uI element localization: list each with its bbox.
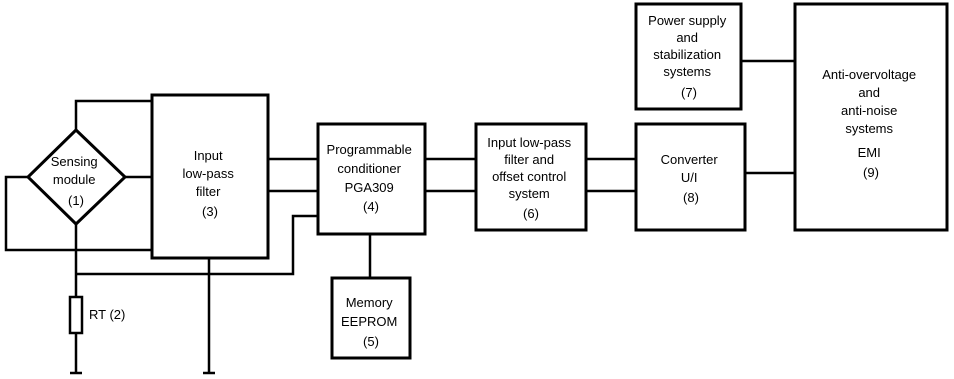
input-filter-label: Input low-pass filter (3) — [183, 148, 238, 219]
converter-block: Converter U/I (8) — [634, 122, 747, 232]
emi-line-6: (9) — [863, 165, 879, 180]
sensing-line-2: module — [53, 172, 96, 187]
resistor-label: RT (2) — [89, 307, 125, 322]
input-filter-line-2: low-pass — [183, 166, 235, 181]
offset-line-3: offset control — [492, 169, 566, 184]
pga-label: Programmable conditioner PGA309 (4) — [327, 142, 416, 214]
power-supply-block: Power supply and stabilization systems (… — [634, 2, 743, 111]
offset-line-1: Input low-pass — [487, 135, 571, 150]
offset-line-5: (6) — [523, 206, 539, 221]
resistor-rt: RT (2) — [68, 295, 125, 335]
pga-line-3: PGA309 — [345, 180, 394, 195]
input-filter-line-1: Input — [194, 148, 223, 163]
converter-label: Converter U/I (8) — [661, 152, 722, 205]
power-supply-label: Power supply and stabilization systems (… — [648, 13, 730, 100]
converter-line-3: (8) — [683, 190, 699, 205]
sensing-module-block: Sensing module (1) — [25, 127, 128, 227]
sensing-module-label: Sensing module (1) — [51, 154, 102, 208]
power-line-3: stabilization — [653, 47, 721, 62]
pga-line-4: (4) — [363, 199, 379, 214]
offset-line-2: filter and — [504, 152, 554, 167]
pga-line-2: conditioner — [337, 161, 401, 176]
converter-line-1: Converter — [661, 152, 719, 167]
offset-control-label: Input low-pass filter and offset control… — [487, 135, 574, 221]
pga-line-1: Programmable — [327, 142, 412, 157]
power-line-2: and — [676, 30, 698, 45]
converter-line-2: U/I — [681, 170, 698, 185]
emi-block: Anti-overvoltage and anti-noise systems … — [793, 2, 949, 232]
power-line-1: Power supply — [648, 13, 727, 28]
input-filter-line-3: filter — [196, 184, 221, 199]
emi-line-4: systems — [845, 121, 893, 136]
input-filter-block: Input low-pass filter (3) — [150, 93, 270, 260]
sensing-line-1: Sensing — [51, 154, 98, 169]
power-line-4: systems — [663, 64, 711, 79]
emi-line-3: anti-noise — [841, 103, 897, 118]
memory-label: Memory EEPROM (5) — [341, 295, 401, 349]
power-line-5: (7) — [681, 85, 697, 100]
wires — [4, 59, 795, 375]
emi-label: Anti-overvoltage and anti-noise systems … — [822, 67, 920, 180]
offset-line-4: system — [509, 186, 550, 201]
emi-line-5: EMI — [858, 145, 881, 160]
input-filter-line-4: (3) — [202, 204, 218, 219]
offset-control-block: Input low-pass filter and offset control… — [474, 122, 588, 232]
pga-block: Programmable conditioner PGA309 (4) — [316, 122, 427, 236]
emi-line-1: Anti-overvoltage — [822, 67, 916, 82]
memory-line-1: Memory — [346, 295, 393, 310]
memory-line-3: (5) — [363, 334, 379, 349]
emi-line-2: and — [858, 85, 880, 100]
sensing-line-3: (1) — [68, 193, 84, 208]
memory-line-2: EEPROM — [341, 314, 397, 329]
memory-block: Memory EEPROM (5) — [330, 276, 412, 360]
